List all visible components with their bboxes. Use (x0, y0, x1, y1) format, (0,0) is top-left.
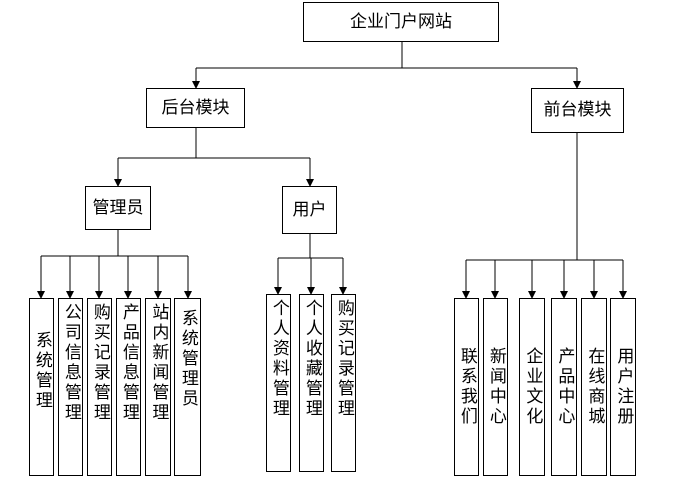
node-root: 企业门户网站 (303, 2, 499, 42)
connector-frontend (466, 133, 623, 261)
node-front-news-center: 新闻中心 (483, 298, 508, 476)
node-admin: 管理员 (85, 186, 151, 230)
node-front-product-center: 产品中心 (551, 298, 577, 476)
node-user-profile: 个人资料管理 (266, 294, 291, 472)
node-admin-purchase-records: 购买记录管理 (87, 298, 112, 476)
connector-root (196, 42, 577, 69)
node-admin-system-admin: 系统管理员 (174, 298, 201, 476)
node-user-purchase-records: 购买记录管理 (331, 294, 356, 472)
node-front-online-mall: 在线商城 (581, 298, 607, 476)
node-front-user-register: 用户注册 (610, 298, 636, 476)
node-user: 用户 (282, 186, 337, 234)
node-backend: 后台模块 (146, 88, 245, 128)
connector-user (278, 234, 343, 259)
connector-admin (41, 230, 188, 257)
node-user-favorites: 个人收藏管理 (299, 294, 324, 472)
node-frontend: 前台模块 (531, 88, 624, 133)
node-admin-company-info: 公司信息管理 (58, 298, 83, 476)
node-front-culture: 企业文化 (519, 298, 545, 476)
node-admin-site-news: 站内新闻管理 (145, 298, 171, 476)
node-front-contact-us: 联系我们 (454, 298, 479, 476)
node-admin-system-management: 系统管理 (29, 298, 54, 476)
node-admin-product-info: 产品信息管理 (116, 298, 141, 476)
connector-backend (118, 128, 310, 159)
